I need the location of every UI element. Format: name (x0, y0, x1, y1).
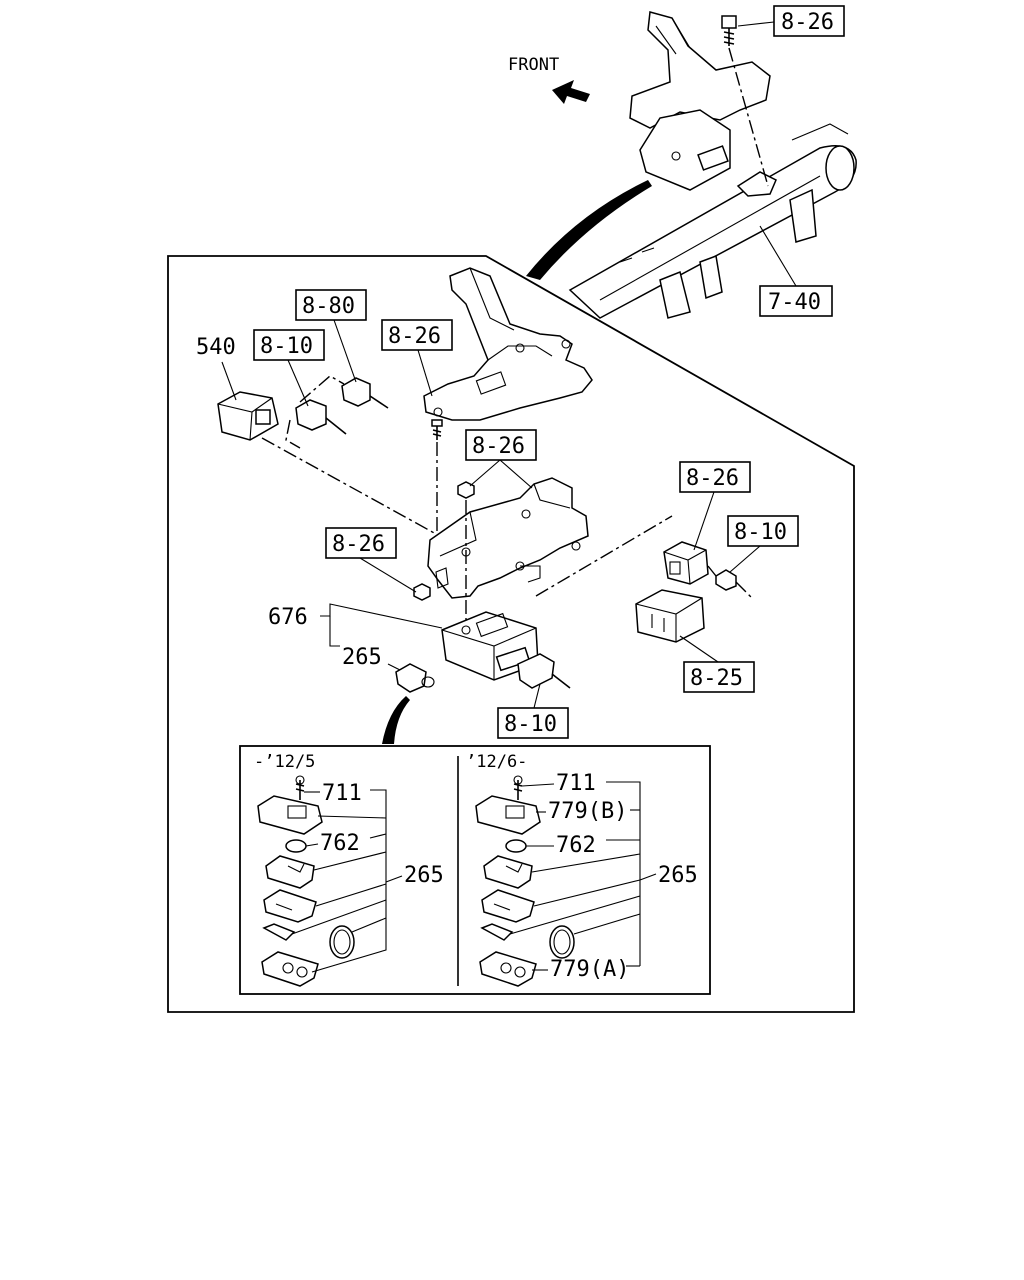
top-bolt-icon (721, 15, 769, 187)
right-callouts: 711 779(B) 762 265 779(A) (509, 771, 698, 982)
left-key-parts-drawing (257, 775, 355, 987)
svg-text:8-26: 8-26 (781, 10, 834, 35)
callout-relay-cover: 8-25 (679, 635, 755, 693)
right-period-label: ’12/6- (466, 752, 527, 772)
svg-text:8-26: 8-26 (686, 466, 739, 491)
callout-unit-676: 676 (268, 603, 443, 647)
svg-text:8-80: 8-80 (302, 294, 355, 319)
callout-relay-right: 8-26 (679, 461, 751, 551)
callout-connector-bottom: 8-10 (497, 683, 569, 739)
nut-left-icon (413, 583, 431, 601)
svg-text:711: 711 (322, 781, 362, 806)
relay-cover-drawing (635, 589, 705, 643)
callout-steering-column: 7-40 (759, 225, 833, 317)
detail-bracket-middle (427, 477, 589, 599)
left-callouts: 711 762 265 (291, 781, 444, 973)
svg-text:762: 762 (556, 833, 596, 858)
callout-bolt-top: 8-26 (737, 5, 845, 37)
front-label: FRONT (508, 55, 559, 75)
callout-nut-left: 8-26 (325, 527, 417, 593)
svg-text:8-10: 8-10 (504, 712, 557, 737)
zoom-arrow-key-icon (382, 696, 410, 744)
key-detail-box (239, 745, 711, 995)
zoom-arrow-icon (526, 180, 652, 280)
svg-text:265: 265 (342, 645, 382, 670)
callout-connector-left: 8-10 (253, 329, 325, 407)
callout-relay-540: 540 (196, 335, 237, 401)
connector-left-drawing (285, 399, 347, 449)
relay-right-drawing (663, 541, 709, 585)
svg-text:8-26: 8-26 (332, 532, 385, 557)
right-key-parts-drawing (475, 775, 575, 987)
callout-bracket-upper: 8-26 (381, 319, 453, 397)
connector-upper-drawing (299, 375, 389, 409)
relay-540-drawing (217, 391, 437, 535)
svg-text:265: 265 (658, 863, 698, 888)
svg-text:762: 762 (320, 831, 360, 856)
connector-bottom-drawing (517, 653, 571, 689)
connector-right-drawing (707, 565, 753, 599)
svg-text:779(A): 779(A) (550, 957, 629, 982)
svg-text:711: 711 (556, 771, 596, 796)
svg-text:779(B): 779(B) (548, 799, 627, 824)
callout-nut-pair: 8-26 (465, 429, 537, 489)
detail-bracket-upper (423, 267, 593, 421)
svg-text:8-10: 8-10 (734, 520, 787, 545)
unit-dash-line (535, 515, 673, 597)
callout-connector-right: 8-10 (727, 515, 799, 573)
svg-text:7-40: 7-40 (768, 290, 821, 315)
front-arrow-icon (552, 80, 590, 104)
svg-text:8-26: 8-26 (388, 324, 441, 349)
svg-text:8-26: 8-26 (472, 434, 525, 459)
svg-text:265: 265 (404, 863, 444, 888)
svg-text:8-10: 8-10 (260, 334, 313, 359)
svg-text:676: 676 (268, 605, 308, 630)
steering-column-drawing (568, 123, 857, 319)
detail-frame (167, 255, 855, 1013)
left-period-label: -’12/5 (254, 752, 315, 772)
callout-key-265: 265 (342, 645, 401, 671)
upper-bracket-drawing (629, 11, 777, 197)
svg-text:8-25: 8-25 (690, 666, 743, 691)
key-265-drawing (395, 663, 435, 693)
callout-connector-upper: 8-80 (295, 289, 367, 383)
svg-text:540: 540 (196, 335, 236, 360)
bracket-screw-icon (431, 419, 443, 540)
